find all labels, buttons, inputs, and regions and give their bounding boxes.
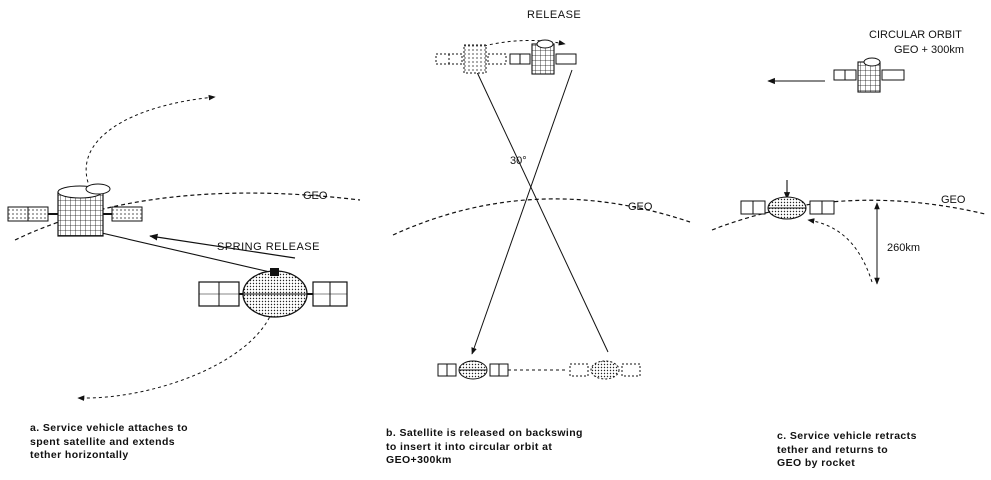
caption-c: c. Service vehicle retracts tether and r… <box>777 430 917 469</box>
vehicle-swing-trajectory <box>77 311 273 401</box>
service-vehicle-a <box>198 268 348 318</box>
service-vehicle-c <box>740 196 835 220</box>
ghost-vehicle-b <box>569 360 641 380</box>
geo-plus-300-label: GEO + 300km <box>894 44 964 56</box>
tether-line-2 <box>471 69 573 355</box>
geo-orbit-arc-c <box>711 199 986 231</box>
release-arrow <box>483 39 566 47</box>
angle-label: 30° <box>510 155 527 167</box>
ghost-satellite-b <box>435 44 507 74</box>
released-satellite-b <box>509 39 577 75</box>
caption-b: b. Satellite is released on backswing to… <box>386 427 583 466</box>
panel-b: RELEASE 30° GEO <box>392 9 691 380</box>
spring-release-label: SPRING RELEASE <box>217 241 320 253</box>
spent-satellite-a <box>7 183 143 237</box>
tether-line-1 <box>475 69 609 353</box>
panel-c: CIRCULAR ORBIT GEO + 300km GEO 260km <box>711 29 986 285</box>
service-vehicle-b <box>437 360 509 380</box>
satellite-release-trajectory <box>85 94 216 189</box>
caption-a: a. Service vehicle attaches to spent sat… <box>30 422 188 461</box>
geo-orbit-arc-a <box>14 192 361 241</box>
geo-label-b: GEO <box>628 201 653 213</box>
geo-label-c: GEO <box>941 194 966 206</box>
altitude-label: 260km <box>887 242 920 254</box>
spring-release-arrow <box>149 233 296 259</box>
release-label: RELEASE <box>527 9 581 21</box>
geo-orbit-arc-b <box>392 198 691 236</box>
circular-orbit-label: CIRCULAR ORBIT <box>869 29 962 41</box>
vehicle-return-path <box>807 218 873 283</box>
tether-a <box>79 227 271 273</box>
geo-label-a: GEO <box>303 190 328 202</box>
satellite-circular-orbit <box>833 57 905 93</box>
panel-a: GEO SPRING RELEASE <box>7 94 361 401</box>
